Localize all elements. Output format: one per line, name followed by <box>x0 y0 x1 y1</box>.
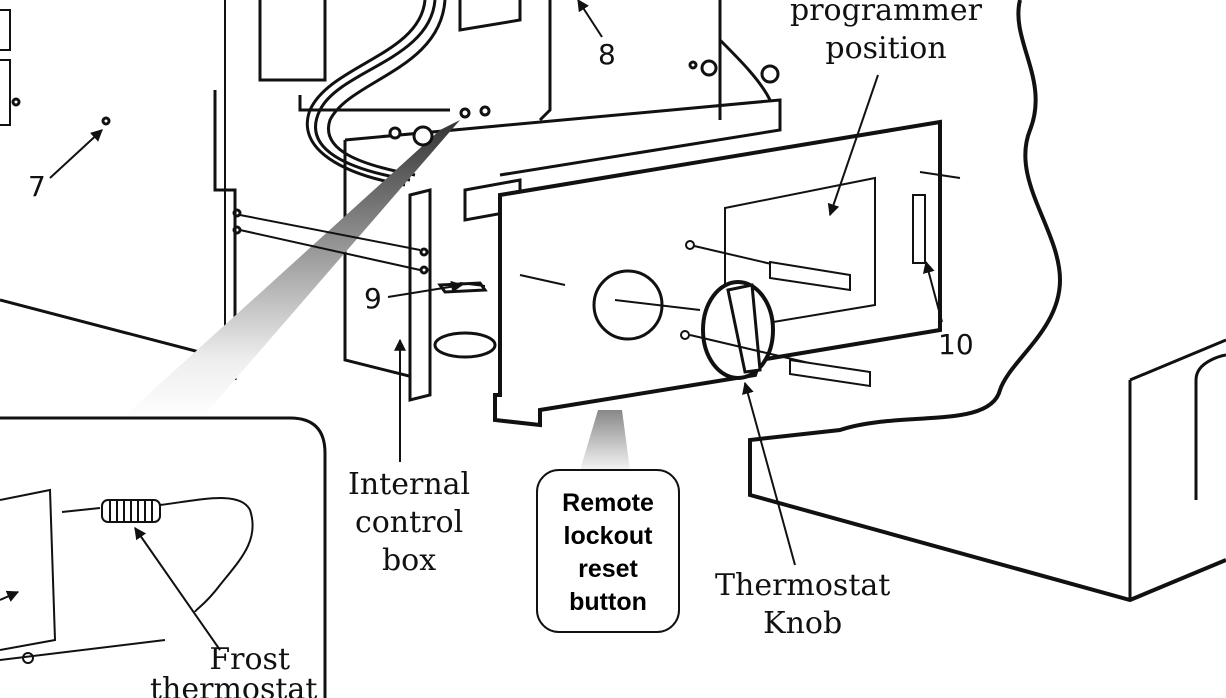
label-line: reset <box>578 555 638 583</box>
label-line: Remote <box>562 489 654 517</box>
number-8: 8 <box>598 38 616 71</box>
remote-lockout-label: Remote lockout reset button <box>537 487 679 619</box>
top-fixings <box>388 59 780 147</box>
label-line: control <box>354 505 464 540</box>
label-line: Internal <box>348 467 471 502</box>
label-line: box <box>381 543 437 578</box>
leader-lines <box>0 0 943 651</box>
label-line: button <box>569 588 647 616</box>
label-line: Knob <box>763 606 843 641</box>
frost-thermostat-inset <box>0 416 327 698</box>
label-line: programmer <box>790 0 983 28</box>
number-9: 9 <box>364 282 382 315</box>
remote-beam <box>580 410 630 470</box>
internal-control-box-drawing <box>232 178 522 402</box>
label-line: Thermostat <box>715 568 891 603</box>
boiler-casing <box>748 0 1226 603</box>
label-line: thermostat <box>150 672 318 698</box>
wiring-loom <box>305 0 772 187</box>
label-line: Frost <box>209 642 290 677</box>
number-7: 7 <box>28 170 46 203</box>
programmer-position-label: programmer position <box>790 0 982 68</box>
label-line: lockout <box>563 522 653 550</box>
left-panel <box>0 0 231 362</box>
label-line: position <box>825 31 947 66</box>
thermostat-knob-label: Thermostat Knob <box>715 567 890 643</box>
frost-thermostat-label: Frost thermostat <box>150 642 318 698</box>
internal-control-box-label: Internal control box <box>348 466 470 580</box>
front-panel <box>459 119 961 428</box>
remote-callout-box <box>536 469 680 633</box>
frost-thermostat-coil <box>101 499 161 523</box>
chassis <box>213 0 782 382</box>
number-10: 10 <box>938 328 974 361</box>
inset-beam <box>120 120 460 420</box>
